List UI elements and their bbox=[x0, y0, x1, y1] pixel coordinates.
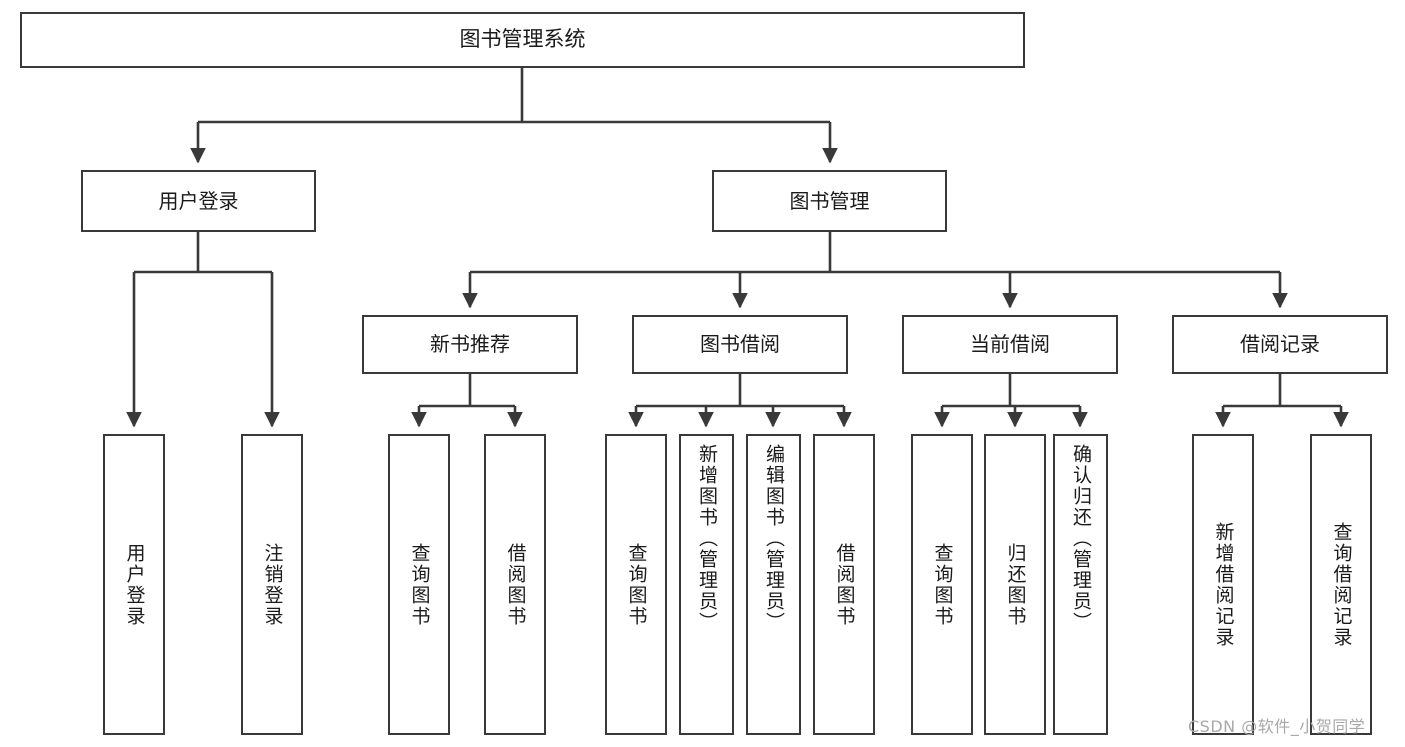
node-book-borrow[interactable]: 图书借阅 bbox=[632, 315, 848, 374]
node-new-book-recommend[interactable]: 新书推荐 bbox=[362, 315, 578, 374]
node-leaf-add-book[interactable]: 新增图书（管理员） bbox=[679, 434, 734, 735]
node-leaf-confirm-return-label: 确认归还（管理员） bbox=[1070, 444, 1092, 633]
node-leaf-borrow-book-2[interactable]: 借阅图书 bbox=[813, 434, 875, 735]
node-leaf-query-record-label: 查询借阅记录 bbox=[1330, 521, 1353, 648]
node-leaf-edit-book[interactable]: 编辑图书（管理员） bbox=[746, 434, 801, 735]
node-leaf-query-book-1-label: 查询图书 bbox=[408, 542, 431, 627]
node-leaf-user-login[interactable]: 用户登录 bbox=[103, 434, 165, 735]
node-leaf-add-record-label: 新增借阅记录 bbox=[1212, 521, 1235, 648]
node-leaf-add-book-label: 新增图书（管理员） bbox=[696, 444, 718, 633]
node-book-borrow-label: 图书借阅 bbox=[700, 332, 780, 357]
node-borrow-record[interactable]: 借阅记录 bbox=[1172, 315, 1388, 374]
node-leaf-query-book-1[interactable]: 查询图书 bbox=[388, 434, 450, 735]
node-leaf-borrow-book-1[interactable]: 借阅图书 bbox=[484, 434, 546, 735]
node-leaf-confirm-return[interactable]: 确认归还（管理员） bbox=[1053, 434, 1108, 735]
node-current-borrow-label: 当前借阅 bbox=[970, 332, 1050, 357]
node-leaf-query-book-2-label: 查询图书 bbox=[625, 542, 648, 627]
node-leaf-borrow-book-2-label: 借阅图书 bbox=[833, 542, 856, 627]
node-leaf-edit-book-label: 编辑图书（管理员） bbox=[763, 444, 785, 633]
node-leaf-query-book-2[interactable]: 查询图书 bbox=[605, 434, 667, 735]
node-leaf-user-login-label: 用户登录 bbox=[123, 542, 146, 627]
node-new-book-recommend-label: 新书推荐 bbox=[430, 332, 510, 357]
node-book-manage-label: 图书管理 bbox=[789, 188, 870, 213]
node-user-login[interactable]: 用户登录 bbox=[81, 170, 316, 232]
node-leaf-return-book[interactable]: 归还图书 bbox=[984, 434, 1046, 735]
node-borrow-record-label: 借阅记录 bbox=[1240, 332, 1320, 357]
csdn-watermark: CSDN @软件_小贺同学 bbox=[1188, 717, 1366, 736]
node-user-login-label: 用户登录 bbox=[158, 188, 239, 213]
node-root[interactable]: 图书管理系统 bbox=[20, 12, 1025, 68]
node-leaf-query-book-3-label: 查询图书 bbox=[931, 542, 954, 627]
node-current-borrow[interactable]: 当前借阅 bbox=[902, 315, 1118, 374]
node-leaf-logout-label: 注销登录 bbox=[261, 542, 284, 627]
node-leaf-add-record[interactable]: 新增借阅记录 bbox=[1192, 434, 1254, 735]
node-book-manage[interactable]: 图书管理 bbox=[712, 170, 947, 232]
node-leaf-logout[interactable]: 注销登录 bbox=[241, 434, 303, 735]
node-root-label: 图书管理系统 bbox=[459, 27, 586, 52]
node-leaf-query-book-3[interactable]: 查询图书 bbox=[911, 434, 973, 735]
node-leaf-return-book-label: 归还图书 bbox=[1004, 542, 1027, 627]
node-leaf-query-record[interactable]: 查询借阅记录 bbox=[1310, 434, 1372, 735]
node-leaf-borrow-book-1-label: 借阅图书 bbox=[504, 542, 527, 627]
